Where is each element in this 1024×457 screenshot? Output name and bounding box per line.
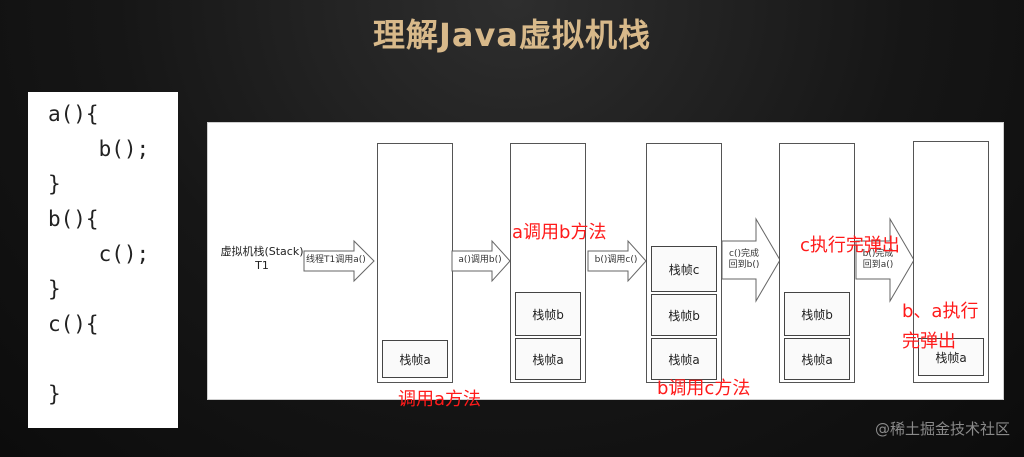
code-line: b(){: [48, 207, 99, 231]
code-line: b();: [48, 137, 150, 161]
stack-column-3: 栈帧c 栈帧b 栈帧a: [646, 143, 722, 383]
arrow-label: b()调用c(): [591, 255, 641, 266]
arrow-label: b()完成 回到a(): [858, 249, 898, 271]
arrow-label-line: 线程T1调用a(): [306, 255, 366, 265]
code-line: c(){: [48, 312, 99, 336]
stack-frame-a: 栈帧a: [784, 338, 850, 380]
arrow-icon: [721, 217, 781, 303]
stack-frame-a: 栈帧a: [515, 338, 581, 380]
arrow-label-line: a()调用b(): [458, 255, 502, 265]
step-label-c-pop: c执行完弹出: [800, 235, 900, 256]
step-label-ba-pop-2: 完弹出: [902, 331, 956, 352]
arrow-label-line: 回到a(): [862, 260, 894, 270]
arrow-label-line: b()调用c(): [594, 255, 638, 265]
stack-name-line: 虚拟机栈(Stack): [220, 245, 304, 258]
arrow-label: a()调用b(): [455, 255, 505, 266]
stack-column-2: 栈帧b 栈帧a: [510, 143, 586, 383]
code-panel: a(){ b(); } b(){ c(); } c(){ }: [28, 92, 178, 428]
stack-frame-b: 栈帧b: [651, 294, 717, 336]
arrow-label: 线程T1调用a(): [306, 255, 366, 266]
code-line: c();: [48, 242, 150, 266]
stack-frame-b: 栈帧b: [515, 292, 581, 336]
step-label-ba-pop-1: b、a执行: [902, 301, 979, 322]
page-title: 理解Java虚拟机栈: [373, 16, 651, 54]
stack-name-label: 虚拟机栈(Stack) T1: [214, 245, 310, 273]
stack-frame-a: 栈帧a: [382, 340, 448, 378]
arrow-label-line: b()完成: [862, 249, 894, 259]
code-line: a(){: [48, 102, 99, 126]
arrow-label-line: c()完成: [729, 249, 759, 259]
stack-frame-b: 栈帧b: [784, 292, 850, 336]
stack-frame-c: 栈帧c: [651, 246, 717, 292]
stack-diagram: 虚拟机栈(Stack) T1 线程T1调用a() 栈帧a a()调用b() 栈帧…: [207, 122, 1004, 410]
arrow-icon: [303, 239, 375, 283]
arrow-icon: [587, 239, 647, 283]
watermark: @稀土掘金技术社区: [874, 420, 1010, 438]
stack-frame-a: 栈帧a: [651, 338, 717, 380]
thread-name-line: T1: [255, 259, 269, 272]
arrow-label-line: 回到b(): [728, 260, 760, 270]
step-label-b-call-c: b调用c方法: [657, 378, 751, 399]
stack-column-4: 栈帧b 栈帧a: [779, 143, 855, 383]
arrow-icon: [451, 239, 511, 283]
code-line: }: [48, 277, 61, 301]
step-label-a-call-b: a调用b方法: [512, 222, 607, 243]
code-line: }: [48, 382, 61, 406]
step-label-call-a: 调用a方法: [398, 389, 482, 410]
arrow-icon: [855, 217, 915, 303]
stack-column-5: 栈帧a: [913, 141, 989, 383]
arrow-label: c()完成 回到b(): [724, 249, 764, 271]
code-line: }: [48, 172, 61, 196]
stack-frame-a: 栈帧a: [918, 338, 984, 376]
stack-column-1: 栈帧a: [377, 143, 453, 383]
